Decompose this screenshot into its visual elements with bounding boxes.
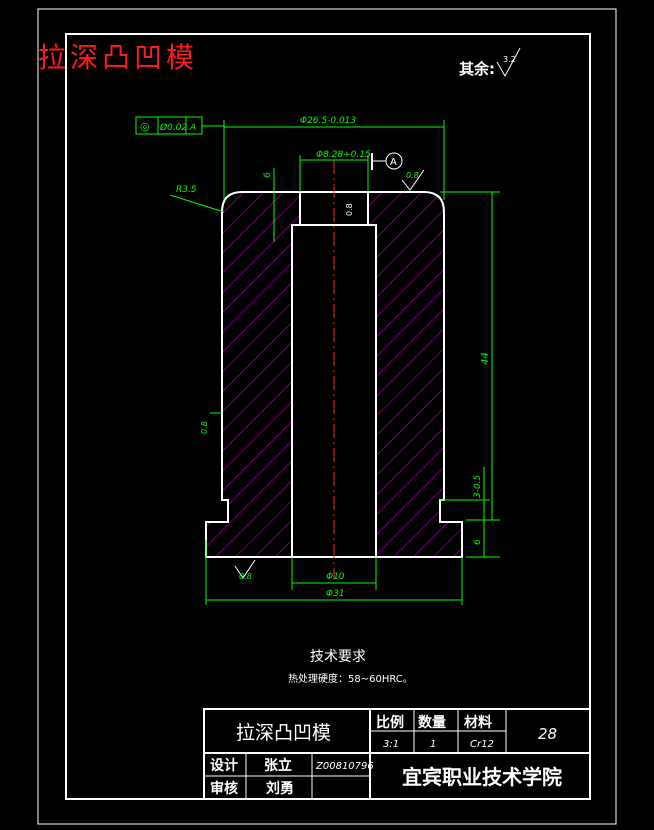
dim-surface-finish-bottom: 0.8	[239, 572, 252, 581]
datum-a-label: A	[390, 157, 397, 168]
geometric-tolerance-frame	[135, 116, 224, 135]
dim-height: 44	[480, 352, 491, 365]
title-block-school: 宜宾职业技术学院	[402, 765, 562, 789]
tech-req-title: 技术要求	[310, 649, 366, 665]
part-section	[205, 160, 463, 580]
title-block-scale-label: 比例	[376, 714, 404, 731]
roughness-note-label: 其余:	[459, 60, 495, 78]
title-block-sheet: 28	[538, 725, 557, 743]
dim-surface-finish-bore: 0.8	[345, 203, 354, 216]
dim-surface-finish-left: 0.8	[200, 421, 209, 434]
tolerance-value: Ø0.02	[159, 122, 187, 133]
drawing-red-title: 拉深凸凹模	[38, 41, 199, 74]
title-block-material-label: 材料	[464, 714, 492, 731]
tolerance-datum: A	[189, 123, 196, 133]
title-block	[203, 708, 591, 800]
dim-base-diameter: Φ31	[326, 589, 345, 599]
title-block-scale: 3:1	[383, 739, 399, 750]
title-block-drawing-no: Z00810796	[315, 761, 374, 772]
roughness-note-value: 3.2	[503, 55, 516, 64]
dim-bore-diameter: Φ10	[326, 572, 345, 582]
tech-req-line: 热处理硬度：58~60HRC。	[288, 672, 413, 685]
dim-surface-finish-top: 0.8	[406, 171, 419, 180]
title-block-design-label: 设计	[210, 757, 238, 774]
title-block-qty-label: 数量	[418, 714, 446, 731]
dim-top-step: 6	[263, 172, 273, 178]
title-block-designer: 张立	[264, 757, 292, 774]
dim-radius: R3.5	[176, 185, 197, 195]
dim-foot-height: 6	[473, 539, 483, 545]
datum-a-marker	[371, 152, 403, 170]
dim-top-bore-diameter: Φ8.28+0.15	[316, 150, 371, 160]
dim-top-outer-diameter: Φ26.5-0.013	[300, 116, 356, 126]
concentricity-icon: ◎	[140, 120, 150, 133]
dimension-lines	[169, 120, 500, 605]
outer-frame	[37, 8, 617, 825]
dim-lower-step: 3-0.5	[473, 474, 483, 498]
title-block-review-label: 审核	[210, 780, 238, 797]
roughness-icon	[234, 47, 521, 579]
title-block-part-name: 拉深凸凹模	[236, 722, 331, 744]
title-block-material: Cr12	[470, 739, 494, 750]
title-block-reviewer: 刘勇	[266, 780, 294, 797]
title-block-qty: 1	[430, 739, 436, 750]
